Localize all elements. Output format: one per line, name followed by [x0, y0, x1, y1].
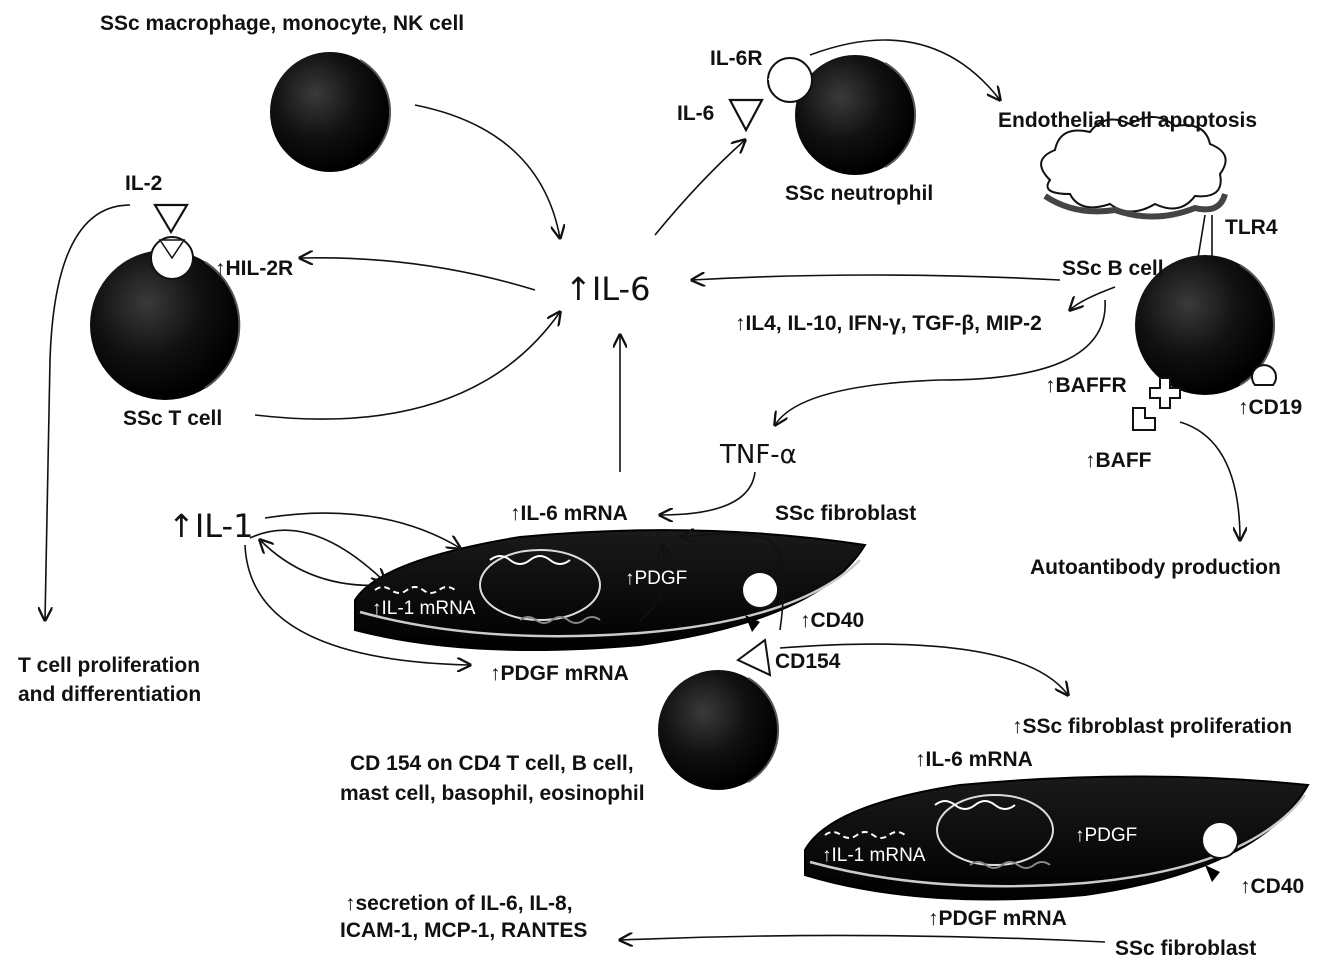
secretion-label-1: ↑secretion of IL-6, IL-8,	[345, 892, 573, 915]
hil2r-label: ↑HIL-2R	[215, 257, 293, 280]
cd154-cells-label-2: mast cell, basophil, eosinophil	[340, 782, 645, 805]
fibro-prolif-label: ↑SSc fibroblast proliferation	[1012, 715, 1292, 738]
il1mrna-top-label: ↑IL-1 mRNA	[372, 598, 476, 619]
autoantibody-label: Autoantibody production	[1030, 556, 1281, 579]
cd154-cell	[658, 670, 778, 790]
il6mrna-bottom-label: ↑IL-6 mRNA	[915, 748, 1033, 771]
tlr4-label: TLR4	[1225, 216, 1278, 239]
endothelial-label: Endothelial cell apoptosis	[998, 109, 1257, 132]
il2-ligand-icon	[155, 205, 187, 232]
macrophage-label: SSc macrophage, monocyte, NK cell	[100, 12, 464, 35]
cd19-label: ↑CD19	[1238, 396, 1302, 419]
il6-ligand-icon	[730, 100, 762, 130]
il6-ligand-label: IL-6	[677, 102, 714, 125]
baffr-label: ↑BAFFR	[1045, 374, 1127, 397]
secretion-label-2: ICAM-1, MCP-1, RANTES	[340, 919, 587, 942]
tlr4-connector	[1198, 215, 1205, 258]
pdgfmrna-top-label: ↑PDGF mRNA	[490, 662, 629, 685]
cd40-bottom-label: ↑CD40	[1240, 875, 1304, 898]
cd40-top-label: ↑CD40	[800, 609, 864, 632]
il1-label: ↑IL-1	[168, 507, 253, 545]
cd19-receptor-icon	[1252, 365, 1276, 385]
fibroblast-bottom-label: SSc fibroblast	[1115, 937, 1256, 960]
il1mrna-bottom-label: ↑IL-1 mRNA	[822, 845, 926, 866]
cd154-ligand-icon	[738, 640, 770, 675]
cd154-label: CD154	[775, 650, 841, 673]
neutrophil-cell	[795, 55, 915, 175]
fibroblast-bottom	[805, 777, 1308, 900]
pdgfmrna-bottom-label: ↑PDGF mRNA	[928, 907, 1067, 930]
tcell-prolif-label-2: and differentiation	[18, 683, 201, 706]
neutrophil-label: SSc neutrophil	[785, 182, 933, 205]
tcell-label: SSc T cell	[123, 407, 222, 430]
baff-label: ↑BAFF	[1085, 449, 1152, 472]
tnf-label: TNF-α	[719, 440, 797, 470]
fibroblast-top	[355, 530, 865, 650]
fibroblast-top-label: SSc fibroblast	[775, 502, 916, 525]
il6r-label: IL-6R	[710, 47, 763, 70]
pdgf-top-label: ↑PDGF	[625, 568, 687, 589]
il6-center-label: ↑IL-6	[565, 270, 650, 308]
tcell-prolif-label-1: T cell proliferation	[18, 654, 200, 677]
il2-label: IL-2	[125, 172, 162, 195]
baff-ligand-icon	[1133, 408, 1155, 430]
cd154-cells-label-1: CD 154 on CD4 T cell, B cell,	[350, 752, 634, 775]
pdgf-bottom-label: ↑PDGF	[1075, 825, 1137, 846]
cytokines-label: ↑IL4, IL-10, IFN-γ, TGF-β, MIP-2	[735, 312, 1042, 335]
il6mrna-top-label: ↑IL-6 mRNA	[510, 502, 628, 525]
sscbcell-label: SSc B cell	[1062, 257, 1164, 280]
macrophage-cell	[270, 52, 390, 172]
